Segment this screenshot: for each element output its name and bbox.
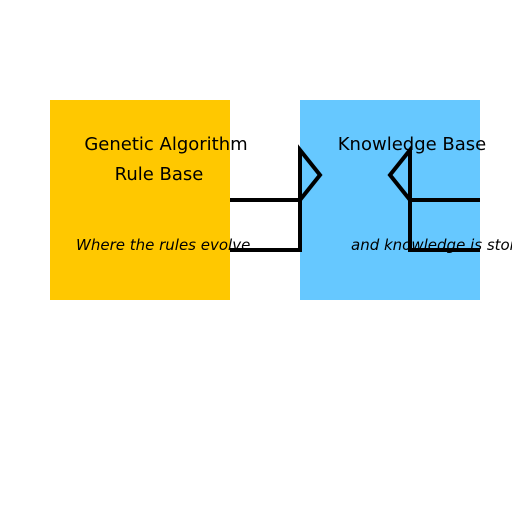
left-box-caption: Where the rules evolve [76, 236, 250, 254]
right-box-caption: and knowledge is stored [351, 236, 512, 254]
right-box-title: Knowledge Base [338, 134, 487, 155]
left-box-title-line1: Genetic Algorithm [84, 134, 247, 155]
left-box-title-line2: Rule Base [115, 164, 204, 185]
genetic-algorithm-box [50, 100, 230, 300]
left-to-right-connector [230, 144, 323, 252]
right-box-connector [387, 144, 480, 252]
